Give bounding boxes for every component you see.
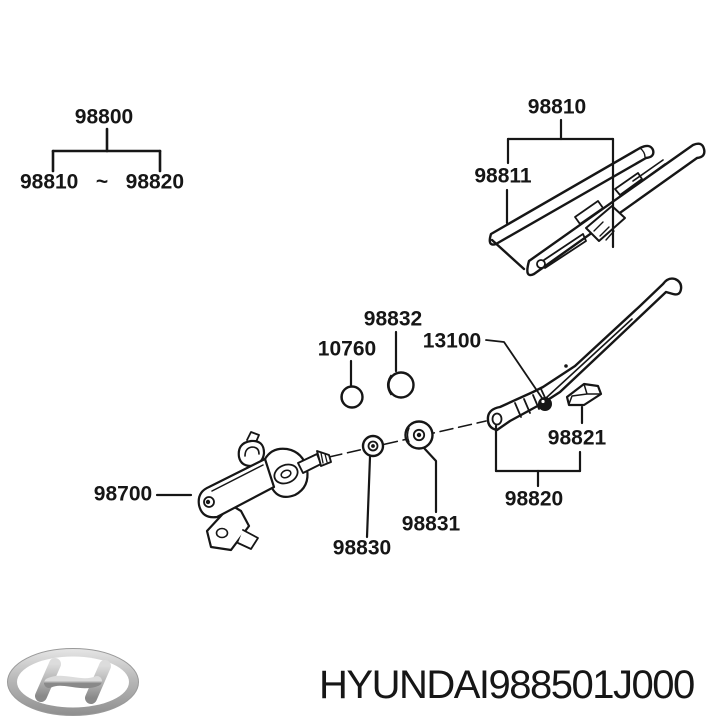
part-label-98832: 98832 [363, 307, 423, 331]
part-label-98831: 98831 [401, 512, 461, 536]
cap-98832-drawing [386, 330, 415, 399]
arm-cap-drawing [565, 382, 603, 407]
pivot-nut-drawing [485, 339, 552, 411]
part-label-98800: 98800 [74, 105, 134, 129]
grommet-98830-drawing [361, 434, 385, 539]
wiper-motor-drawing [155, 431, 332, 552]
part-label-98810-blade: 98810 [527, 95, 587, 119]
hyundai-logo-icon [5, 646, 141, 718]
arm-bracket-lines [494, 405, 584, 488]
part-label-98830: 98830 [332, 536, 392, 560]
part-label-13100: 13100 [422, 329, 482, 353]
brand-text: HYUNDAI [319, 662, 490, 707]
part-label-10760: 10760 [317, 337, 377, 361]
cover-10760-drawing [340, 359, 364, 409]
parts-tree-bracket [51, 127, 162, 173]
part-label-98821: 98821 [547, 426, 607, 450]
part-number-text: 988501J000 [488, 662, 696, 707]
wiper-arm-drawing [486, 277, 683, 432]
grommet-98831-drawing [404, 420, 438, 514]
part-label-98700: 98700 [93, 482, 153, 506]
footer-part-title: HYUNDAI 988501J000 [319, 662, 696, 707]
part-label-98820-arm: 98820 [504, 487, 564, 511]
wiper-blade-drawing [488, 142, 706, 277]
part-label-98811: 98811 [474, 164, 532, 188]
leader-13100 [485, 339, 543, 399]
blade-bracket-lines [505, 118, 615, 249]
part-label-98810-98820-range: 98810 ~ 98820 [19, 170, 185, 194]
